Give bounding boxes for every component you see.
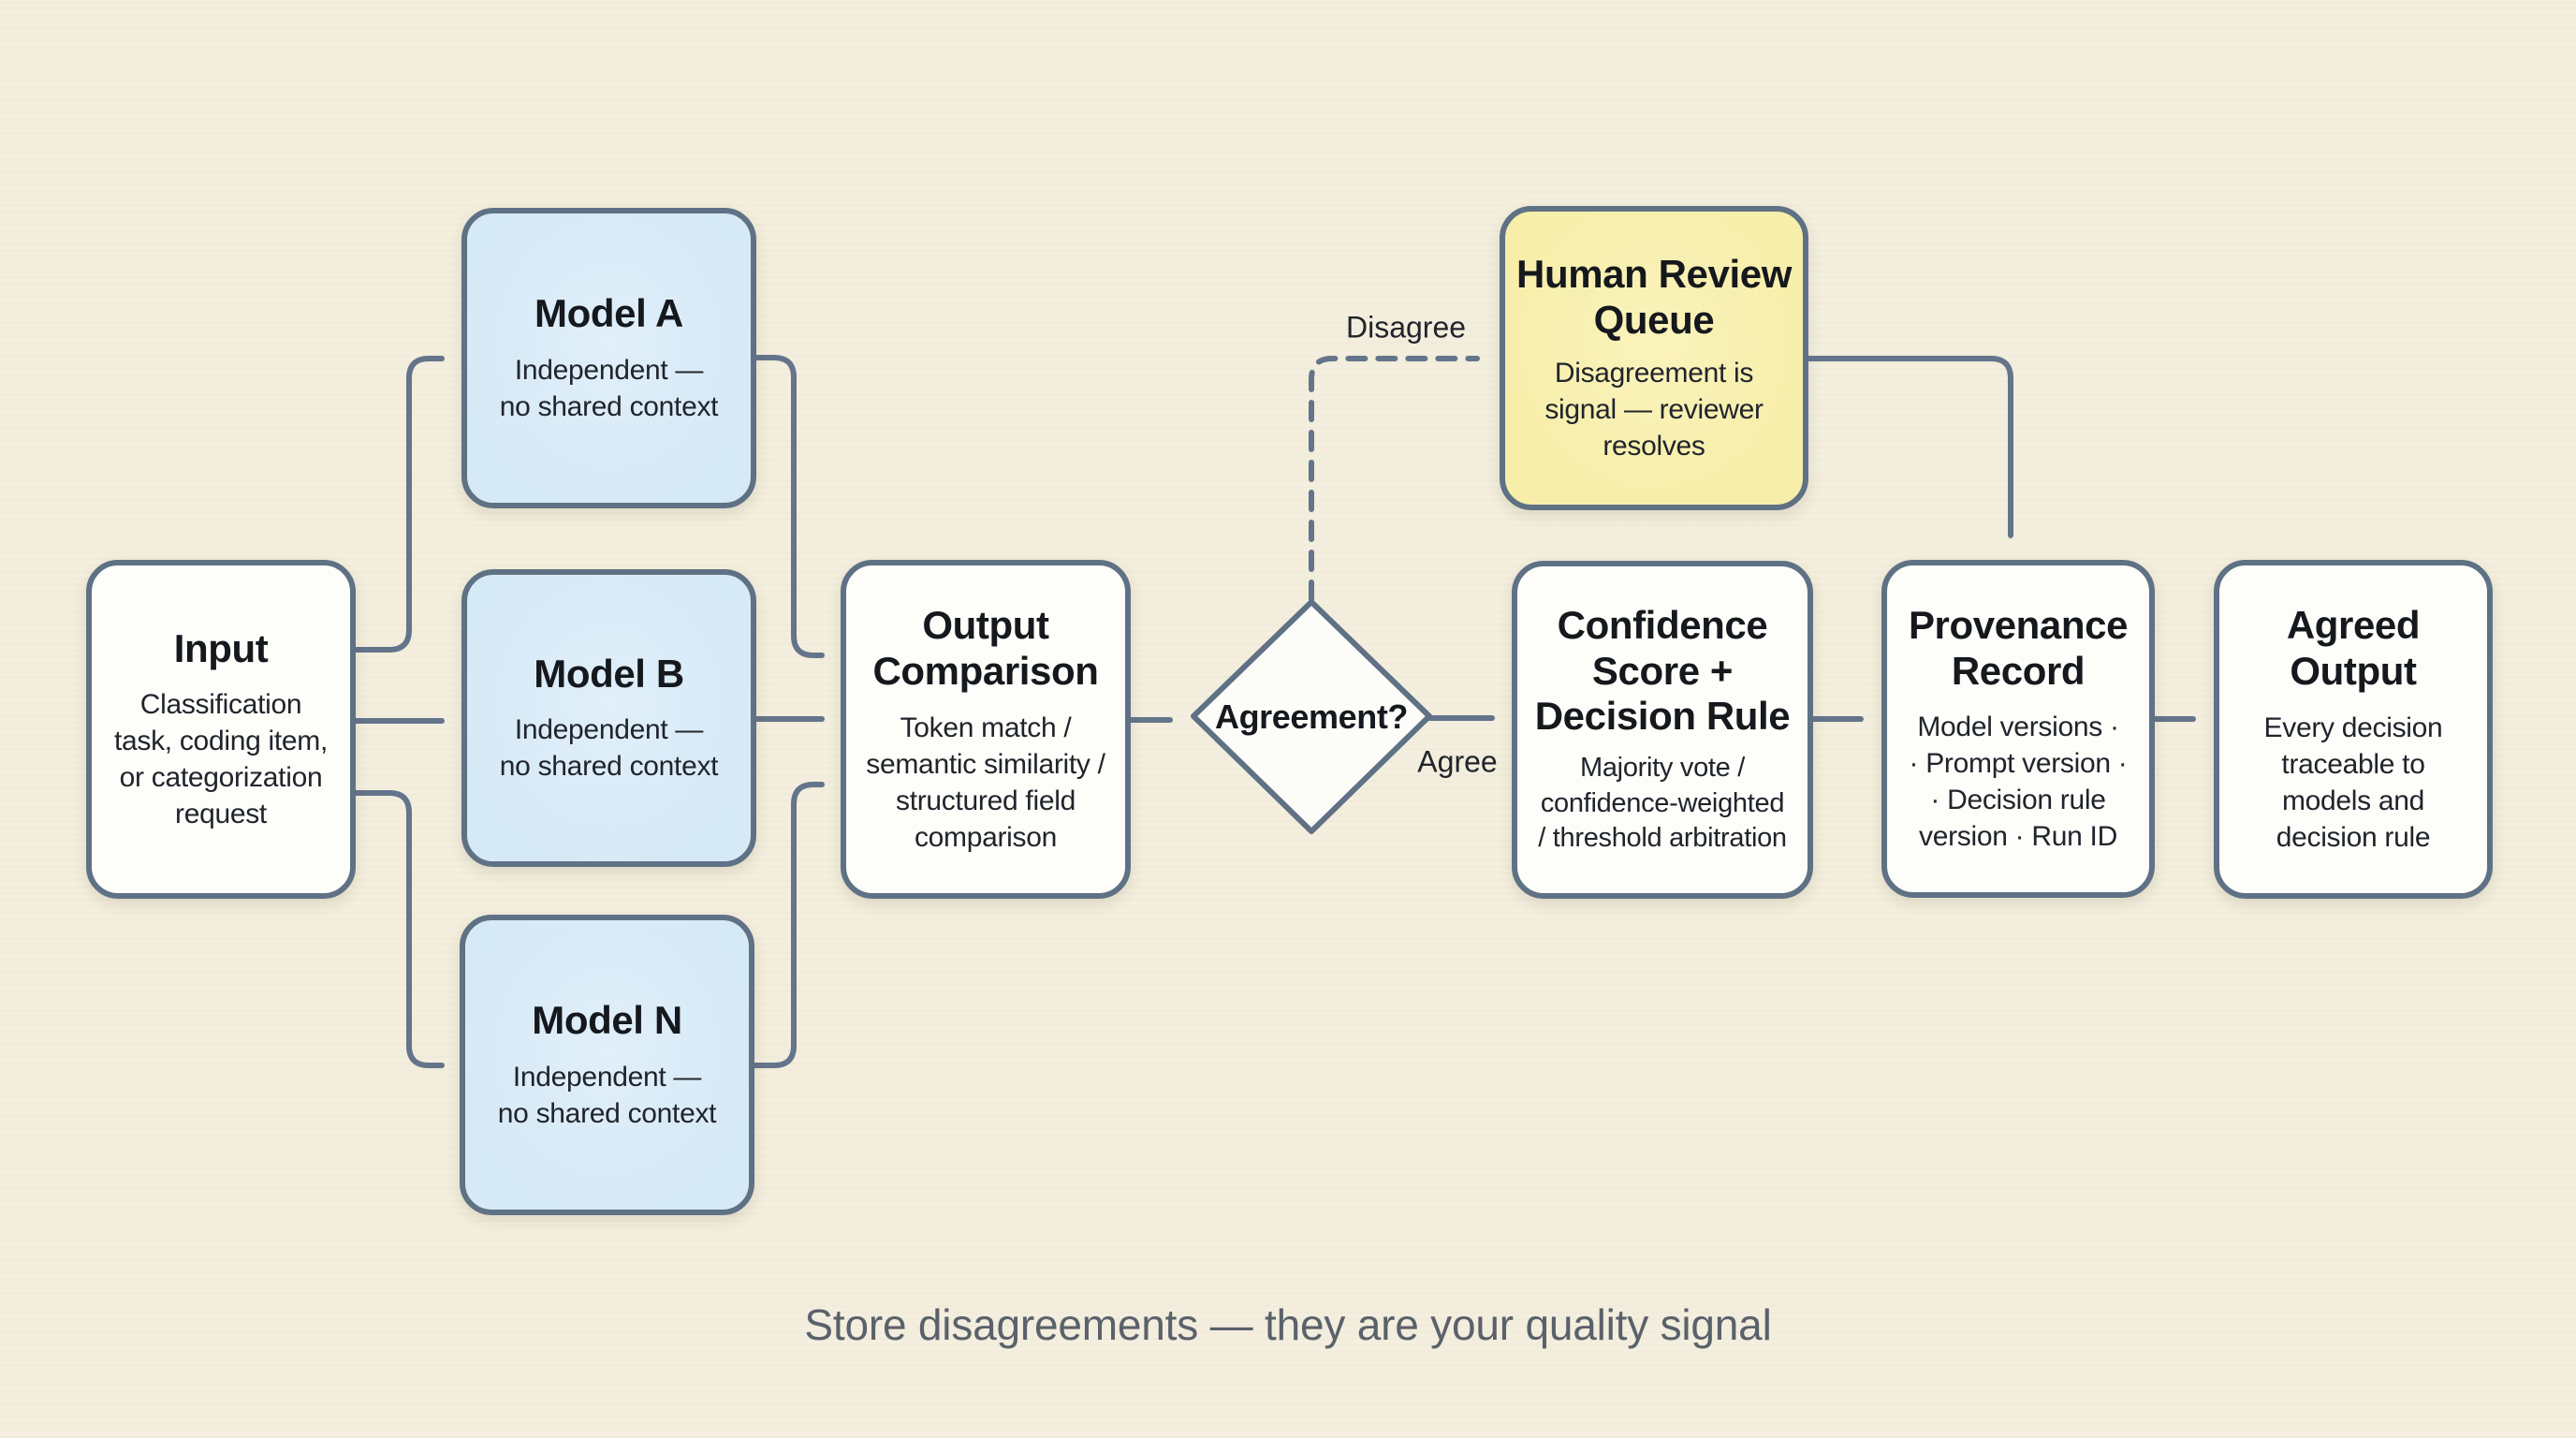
node-title: Input [173, 625, 269, 670]
node-body: Disagreement is signal — reviewer resolv… [1544, 357, 1764, 462]
node-title: Output Comparison [872, 603, 1099, 693]
connector-agreement-review-disagree [1309, 356, 1480, 602]
node-body: Classification task, coding item, or cat… [113, 689, 329, 830]
node-body: Majority vote / confidence-weighted / th… [1538, 753, 1787, 854]
node-model-n: Model N Independent — no shared context [460, 915, 754, 1215]
node-body: Independent — no shared context [499, 354, 719, 422]
connector-model-a-comparison [754, 355, 825, 658]
node-agreed-output: Agreed Output Every decision traceable t… [2214, 560, 2493, 899]
node-confidence-decision: Confidence Score + Decision Rule Majorit… [1512, 561, 1813, 899]
agreement-label: Agreement? [1214, 697, 1409, 736]
node-title: Human Review Queue [1516, 252, 1792, 342]
node-title: Agreed Output [2286, 603, 2421, 693]
connector-review-provenance [1806, 356, 2013, 538]
node-title: Model N [532, 998, 682, 1043]
node-body: Independent — no shared context [499, 714, 719, 783]
node-title: Model B [534, 651, 684, 696]
connector-input-model-a [353, 356, 445, 653]
node-title: Provenance Record [1908, 602, 2129, 693]
node-body: Independent — no shared context [497, 1061, 717, 1129]
edge-label-disagree: Disagree [1345, 310, 1467, 345]
node-provenance-record: Provenance Record Model versions · · Pro… [1881, 560, 2155, 898]
node-title: Confidence Score + Decision Rule [1534, 602, 1791, 739]
node-input: Input Classification task, coding item, … [86, 560, 356, 899]
edge-label-agree: Agree [1417, 744, 1498, 779]
node-human-review-queue: Human Review Queue Disagreement is signa… [1500, 206, 1808, 510]
node-title: Model A [534, 291, 683, 336]
agreement-decision-diamond [1191, 599, 1432, 834]
caption: Store disagreements — they are your qual… [804, 1300, 1772, 1349]
node-model-b: Model B Independent — no shared context [461, 569, 756, 867]
node-body: Model versions · · Prompt version · · De… [1909, 712, 2128, 853]
node-output-comparison: Output Comparison Token match / semantic… [841, 560, 1131, 899]
node-body: Token match / semantic similarity / stru… [866, 712, 1105, 853]
connector-model-n-comparison [752, 782, 825, 1068]
connector-input-model-n [353, 790, 445, 1068]
node-body: Every decision traceable to models and d… [2263, 712, 2443, 853]
node-model-a: Model A Independent — no shared context [461, 208, 756, 508]
